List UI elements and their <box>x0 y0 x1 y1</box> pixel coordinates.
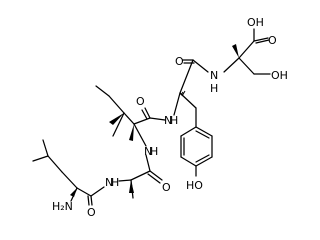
serine-hydroxyl-label: OH <box>271 69 288 82</box>
peptide-structure-diagram: OH O OH O N H O N H N H O N H O H₂N HO <box>32 16 288 219</box>
amide-hydrogen-label: H <box>170 114 178 127</box>
bond <box>195 156 213 167</box>
bond <box>179 59 194 94</box>
bond <box>145 154 151 172</box>
acid-carbonyl-oxygen-label: O <box>268 34 277 47</box>
bond <box>47 155 63 173</box>
amide-oxygen-label: O <box>175 55 184 68</box>
bond <box>144 107 151 119</box>
amide-nitrogen-label: N <box>210 69 218 82</box>
bond <box>180 156 197 167</box>
bond <box>149 117 166 121</box>
amide-nitrogen-label: N <box>144 145 152 158</box>
bond <box>195 126 213 137</box>
bond <box>133 117 151 125</box>
bond <box>90 195 93 206</box>
bond <box>238 40 255 59</box>
stereo-wedge <box>232 44 239 58</box>
bond <box>118 179 132 182</box>
amide-nitrogen-label: N <box>164 114 172 127</box>
bond <box>123 112 135 125</box>
bond <box>133 123 147 147</box>
bond <box>180 126 197 137</box>
bond <box>173 92 181 116</box>
bond <box>141 109 148 120</box>
amide-oxygen-label: O <box>136 95 145 108</box>
bond <box>95 85 110 97</box>
amide-oxygen-label: O <box>162 181 171 194</box>
bond <box>130 170 151 181</box>
bond <box>253 37 269 42</box>
stereo-hash <box>180 90 186 97</box>
bond <box>87 195 90 206</box>
amide-hydrogen-label: H <box>150 145 158 158</box>
phenol-hydroxyl-label: HO <box>186 179 203 192</box>
bond <box>149 170 163 181</box>
amide-oxygen-label: O <box>87 206 96 219</box>
bond <box>32 155 49 162</box>
bond <box>61 171 78 189</box>
amide-hydrogen-label: H <box>111 176 119 189</box>
amide-nitrogen-label: N <box>105 176 113 189</box>
bond <box>238 57 255 75</box>
acid-hydroxyl-label: OH <box>247 16 264 29</box>
bond <box>108 95 125 114</box>
bond <box>42 139 49 157</box>
bond <box>195 154 210 163</box>
stereo-wedge <box>109 113 124 125</box>
bond <box>192 59 209 73</box>
amide-hydrogen-label: H <box>210 82 218 95</box>
bond <box>90 186 105 197</box>
stereo-wedge <box>129 124 134 141</box>
bond <box>255 39 270 44</box>
bond <box>223 57 240 73</box>
stereo-wedge <box>70 188 77 197</box>
bond <box>147 173 161 184</box>
stereo-wedge <box>129 180 134 193</box>
bond <box>76 187 92 197</box>
bond <box>195 130 210 139</box>
amine-label: H₂N <box>52 200 73 213</box>
bond <box>112 112 125 137</box>
